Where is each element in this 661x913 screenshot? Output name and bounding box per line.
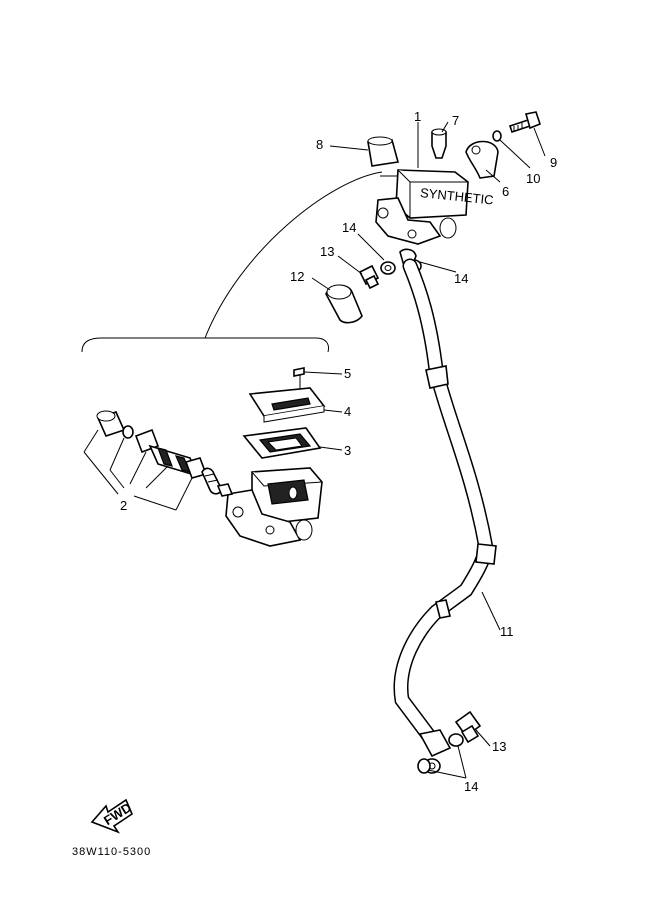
gasket-upper-left <box>380 261 396 275</box>
callout-14-upper-left: 14 <box>342 220 356 235</box>
callout-14-upper-right: 14 <box>454 271 468 286</box>
brake-hose <box>393 248 497 774</box>
bolt-part <box>508 111 541 134</box>
diaphragm-part <box>242 427 322 459</box>
callout-3: 3 <box>344 443 351 458</box>
callout-7: 7 <box>452 113 459 128</box>
protector-cap-part <box>325 284 363 324</box>
washer-part <box>492 130 502 142</box>
reservoir-boot-part <box>367 136 400 167</box>
holder-clamp-part <box>465 140 499 179</box>
callout-4: 4 <box>344 404 351 419</box>
callout-12: 12 <box>290 269 304 284</box>
callout-11: 11 <box>500 624 514 639</box>
master-cylinder-assembly: SYNTHETIC <box>375 169 494 245</box>
exploded-view-bracket <box>81 337 329 353</box>
callout-10: 10 <box>526 171 540 186</box>
reservoir-cover-part <box>248 387 326 423</box>
master-cylinder-body-exploded <box>225 467 323 547</box>
callout-8: 8 <box>316 137 323 152</box>
fwd-arrow-icon: FWD <box>90 798 134 834</box>
union-bolt-lower <box>454 710 482 744</box>
callout-2: 2 <box>120 498 127 513</box>
union-bolt-upper <box>358 264 380 290</box>
callout-13-upper: 13 <box>320 244 334 259</box>
callout-labels: 1 2 3 4 5 6 7 8 9 10 11 12 13 13 14 14 1… <box>120 109 557 794</box>
callout-13-lower: 13 <box>492 739 506 754</box>
drawing-code: 38W110-5300 <box>72 846 151 858</box>
callout-5: 5 <box>344 366 351 381</box>
cylinder-kit-parts <box>83 410 234 511</box>
gasket-lower-a <box>448 733 464 747</box>
cap-part <box>431 128 447 159</box>
callout-14-lower: 14 <box>464 779 478 794</box>
callout-1: 1 <box>414 109 421 124</box>
callout-6: 6 <box>502 184 509 199</box>
callout-9: 9 <box>550 155 557 170</box>
leader-lines <box>303 121 546 779</box>
gasket-lower-b <box>417 758 431 774</box>
